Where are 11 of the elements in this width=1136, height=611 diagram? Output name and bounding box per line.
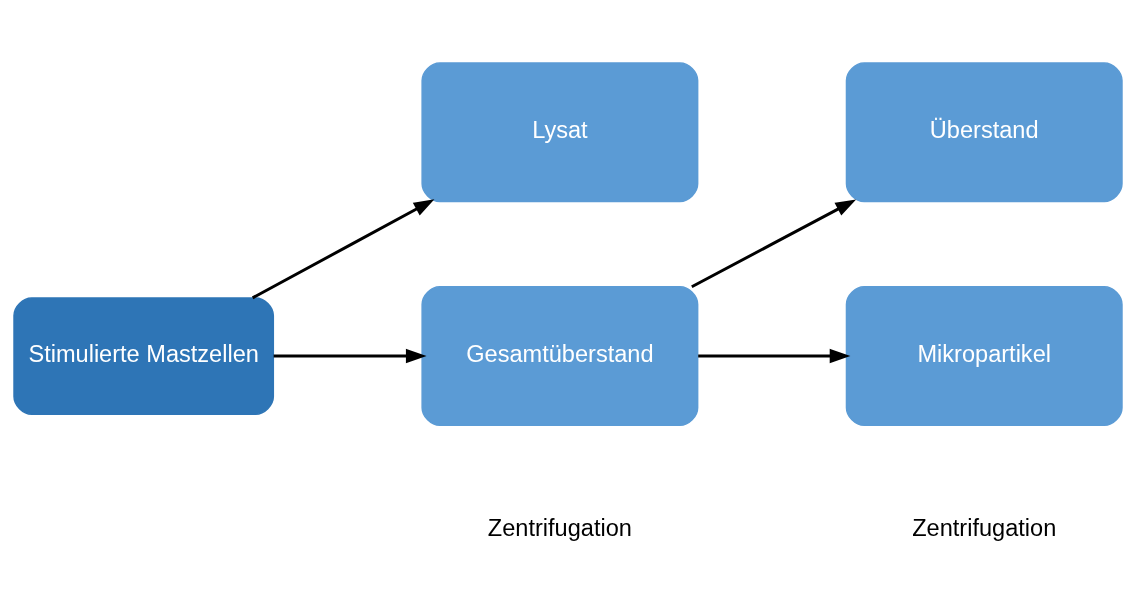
label: Zentrifugation <box>487 514 632 541</box>
node-box: Mikropartikel <box>845 285 1123 426</box>
arrow <box>691 198 857 288</box>
node-box: Überstand <box>845 61 1123 202</box>
node-box: Stimulierte Mastzellen <box>13 296 275 415</box>
node-box: Lysat <box>421 61 699 202</box>
arrow <box>698 348 851 363</box>
label: Zentrifugation <box>912 514 1057 541</box>
node-box: Gesamtüberstand <box>421 285 699 426</box>
arrow <box>251 198 435 299</box>
arrow <box>273 348 427 363</box>
